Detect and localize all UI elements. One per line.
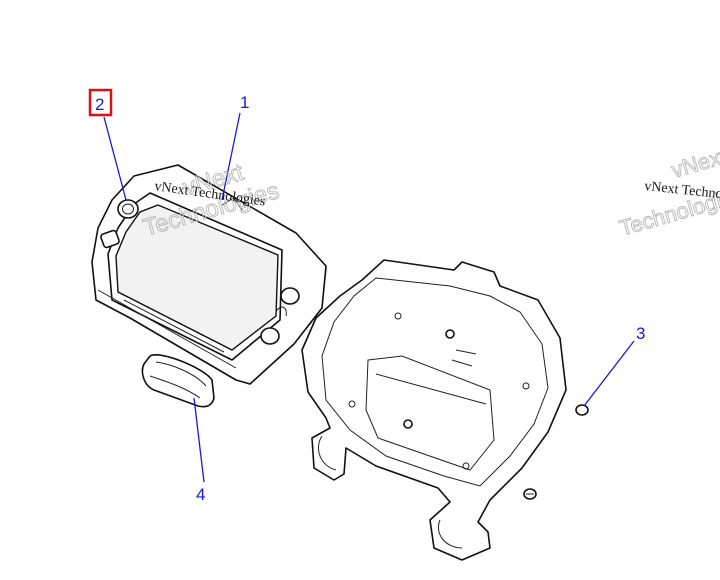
callout-2[interactable]: 2 [95, 95, 104, 114]
cover-part [141, 354, 215, 408]
leader-line-1 [221, 112, 241, 201]
mounting-bracket [301, 259, 567, 561]
knob-part [117, 199, 139, 219]
leader-line-3 [583, 340, 635, 407]
display-cluster [91, 164, 328, 385]
callout-1[interactable]: 1 [240, 93, 249, 112]
callout-3[interactable]: 3 [636, 324, 645, 343]
callout-4[interactable]: 4 [196, 485, 205, 504]
leader-line-2 [103, 116, 127, 201]
screw-part [523, 404, 589, 500]
callout-highlight-box [88, 88, 113, 117]
watermark-right: vNext Technologies vNext Technologies [616, 143, 720, 241]
svg-text:vNext: vNext [668, 143, 720, 183]
leader-line-4 [193, 397, 205, 483]
